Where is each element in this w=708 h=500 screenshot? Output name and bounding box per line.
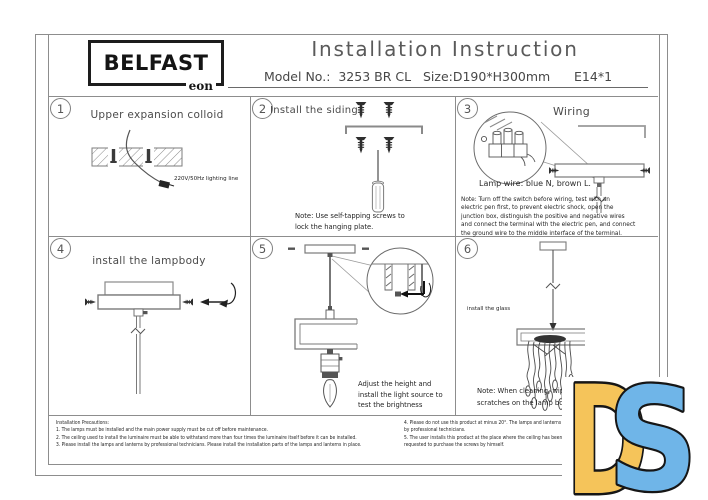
step-number-badge: 1 xyxy=(50,98,71,119)
step-1-illustration xyxy=(91,129,183,189)
step-1-title: Upper expansion colloid xyxy=(90,109,224,121)
document-title: Installation Instruction xyxy=(311,37,579,61)
brand-logo: BELFAST eon xyxy=(88,40,224,93)
step-3-title: Wiring xyxy=(552,105,591,118)
watermark-letter-d: D xyxy=(566,377,648,500)
push-arrow xyxy=(200,298,209,306)
wire-spec-label: 220V/50Hz lighting line xyxy=(174,176,239,182)
grid-row-line xyxy=(48,236,658,237)
step-number-badge: 2 xyxy=(252,98,273,119)
model-size-line: Model No.: 3253 BR CL Size:D190*H300mm E… xyxy=(228,69,648,88)
step-4-title: install the lampbody xyxy=(92,255,206,267)
precautions-right: 4. Please do not use this product at min… xyxy=(404,420,563,449)
main-border xyxy=(48,34,660,465)
ds-logo-graphic: D S xyxy=(564,352,700,500)
lampbody-canopy xyxy=(97,294,181,310)
rotate-arrow xyxy=(222,282,237,305)
ds-watermark-logo: D S xyxy=(562,352,708,500)
step-5-panel: 5 Adjust the height and install the ligh… xyxy=(250,236,455,415)
step-5-note: Adjust the height and install the light … xyxy=(358,380,443,410)
watermark-letter-s: S xyxy=(608,377,698,500)
step-4-panel: 4 install the lampbody xyxy=(48,236,250,415)
lamp-frame xyxy=(294,318,358,350)
pendant-canopy xyxy=(539,241,567,251)
step-3-note: Note: Turn off the switch before wiring,… xyxy=(461,197,636,237)
precautions-left: Installation Precautions: 1. The lamps m… xyxy=(56,420,362,449)
step-number-badge: 6 xyxy=(457,238,478,259)
grid-column-line-2 xyxy=(455,96,456,415)
step-6-illustration xyxy=(516,241,585,411)
step-5-illustration xyxy=(288,244,434,408)
pendant-canopy xyxy=(304,244,356,254)
step-number-badge: 5 xyxy=(252,238,273,259)
install-glass-label: install the glass xyxy=(467,306,511,312)
hex-key xyxy=(395,281,432,298)
precautions-title: Installation Precautions: xyxy=(56,420,109,426)
lighting-wire xyxy=(125,129,163,184)
canopy xyxy=(554,163,645,178)
step-2-title: Install the siding xyxy=(270,105,359,116)
expansion-anchors xyxy=(110,149,152,163)
step-2-note: Note: Use self-tapping screws to lock th… xyxy=(295,212,405,231)
hanging-bracket xyxy=(578,125,646,138)
step-4-illustration xyxy=(84,281,237,394)
step-6-note: Note: When cleaning, wipe with a scratch… xyxy=(477,387,592,408)
terminal-block xyxy=(488,127,536,167)
step-3-panel: 3 Wiring Lamp wire: blue N, brown L. Not… xyxy=(455,96,658,237)
brand-name: BELFAST xyxy=(103,51,209,75)
grid-column-line-1 xyxy=(250,96,251,415)
step-6-panel: 6 install the glass Note: When cleaning,… xyxy=(455,236,658,415)
brand-subname: eon xyxy=(185,79,216,93)
hanging-plate xyxy=(345,125,423,134)
grid-bottom-line xyxy=(48,415,658,416)
step-1-panel: 1 Upper expansion colloid 220V/50Hz ligh… xyxy=(48,96,250,236)
step-2-illustration xyxy=(345,101,423,213)
step-number-badge: 4 xyxy=(50,238,71,259)
lamp-wire-label: Lamp wire: blue N, brown L. xyxy=(479,179,591,188)
header-divider-line xyxy=(48,96,658,97)
step-3-illustration xyxy=(473,111,651,213)
wire-plug xyxy=(158,180,170,189)
step-number-badge: 3 xyxy=(457,98,478,119)
screwdriver xyxy=(371,150,385,213)
step-2-panel: 2 Install the siding Note: Use self-tapp… xyxy=(250,96,455,236)
lamp-socket xyxy=(320,353,343,378)
